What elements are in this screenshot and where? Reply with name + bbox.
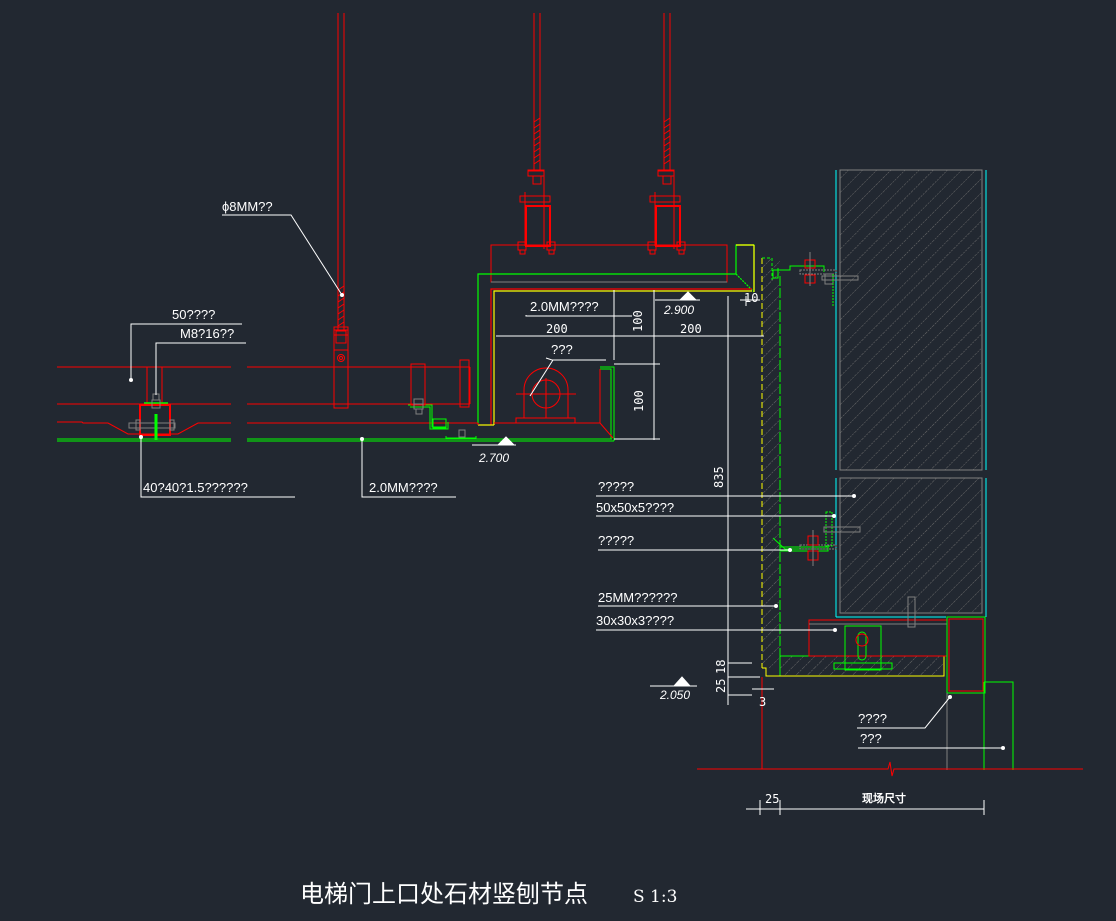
dim-25-bottom: 25: [765, 792, 779, 806]
elevation-bottom: 2.050: [659, 688, 690, 702]
door-frame: [808, 596, 1014, 770]
dim-100-side: 100: [632, 390, 646, 412]
label-bolt-m8: M8?16??: [180, 326, 234, 341]
label-angle-30: 30x30x3????: [596, 613, 674, 628]
suspension-rods: [337, 13, 671, 330]
leader-dots: [129, 293, 1005, 750]
label-connector: ?????: [598, 533, 634, 548]
upper-bracket: [772, 252, 859, 306]
label-stone: ?????: [598, 479, 634, 494]
label-door: ???: [860, 731, 882, 746]
label-plate-left: 2.0MM????: [369, 480, 438, 495]
dim-site-size: 现场尺寸: [862, 791, 906, 805]
dim-200-right: 200: [680, 322, 702, 336]
label-door-frame: ????: [858, 711, 887, 726]
label-rod: ϕ8MM??: [222, 199, 273, 214]
elevation-top: 2.900: [663, 303, 694, 317]
dim-18: 18: [714, 660, 728, 674]
label-profile-50: 50????: [172, 307, 215, 322]
mid-hanger: [410, 363, 466, 438]
dim-835: 835: [712, 466, 726, 488]
elevation-mid: 2.700: [478, 451, 509, 465]
steel-plate-top: [477, 244, 755, 426]
motor-bracket: [459, 359, 614, 439]
leader-lines: [130, 214, 1003, 749]
label-motor: ???: [551, 342, 573, 357]
drawing-title: 电梯门上口处石材竖刨节点: [300, 880, 588, 908]
elevation-markers: [472, 291, 700, 687]
upper-hangers: [517, 169, 686, 255]
label-board-25: 25MM??????: [598, 590, 678, 605]
dim-25-vert: 25: [714, 679, 728, 693]
dim-100-top: 100: [631, 310, 645, 332]
middle-bracket: [772, 511, 861, 566]
dim-200-left: 200: [546, 322, 568, 336]
beam-box: [490, 244, 728, 283]
ceiling-rails: [57, 366, 479, 435]
dim-10: 10: [744, 291, 758, 305]
label-plate-top: 2.0MM????: [530, 299, 599, 314]
dimension-lines: [496, 290, 985, 815]
stone-panels: [835, 169, 987, 618]
label-angle-40: 40?40?1.5??????: [143, 480, 248, 495]
bottom-plate: [57, 366, 615, 442]
wall-board: [761, 257, 945, 677]
left-hanger: [333, 326, 349, 409]
floor-line: [697, 677, 1083, 777]
label-angle-50: 50x50x5????: [596, 500, 674, 515]
dim-3: 3: [759, 695, 766, 709]
drawing-scale: S 1:3: [633, 887, 677, 907]
